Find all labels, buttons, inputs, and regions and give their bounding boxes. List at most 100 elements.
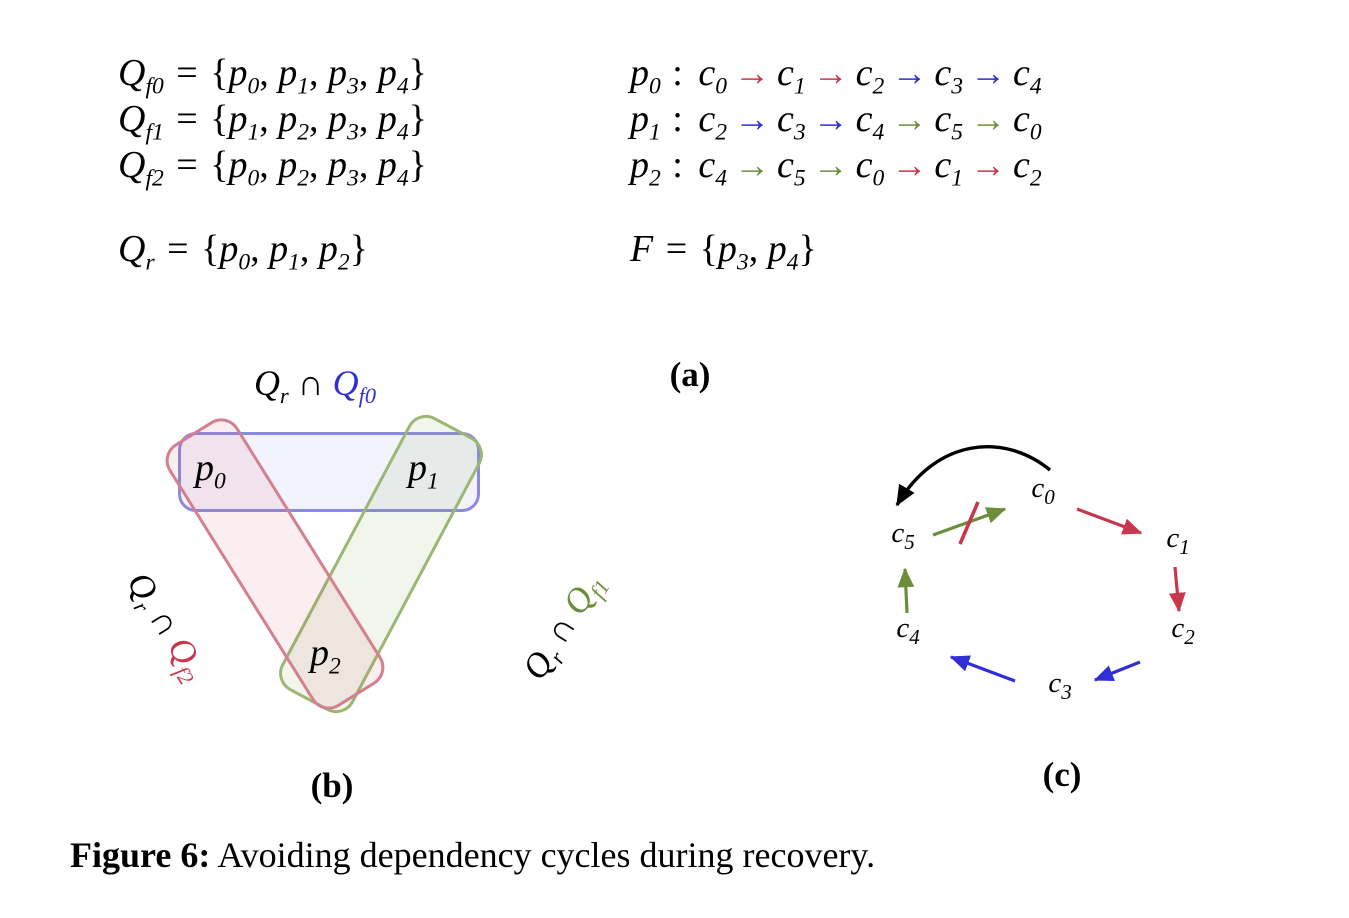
var-base: Q xyxy=(118,144,146,186)
cycle-node-c0: c0 xyxy=(1031,472,1055,509)
node-base: c xyxy=(896,612,909,644)
var-base: c xyxy=(698,144,716,186)
math-var-Qf0: Qf0 xyxy=(332,363,376,407)
var-subscript: 5 xyxy=(793,165,806,192)
colon: : xyxy=(662,98,693,140)
cycle-node-c2: c2 xyxy=(1171,612,1195,649)
math-var-p2: p2 xyxy=(318,228,350,274)
var-base: c xyxy=(934,98,952,140)
equation-Qf1: Qf1 = {p1, p2, p3, p4} xyxy=(118,96,427,144)
edge-c1-c2 xyxy=(1168,566,1186,613)
override-edge-c0-c5 xyxy=(895,445,1052,507)
math-var-Qf2: Qf2 xyxy=(118,144,164,190)
comma: , xyxy=(748,228,768,270)
node-subscript: 2 xyxy=(1184,625,1195,649)
node-subscript: 4 xyxy=(909,625,920,649)
var-base: p xyxy=(408,447,427,489)
panel-b-venn-diagram: Qr ∩ Qf0 Qr ∩ Qf2 Qr ∩ Qf1 p0 p1 p2 (b) xyxy=(95,363,675,828)
var-subscript: 2 xyxy=(872,73,885,100)
var-base: p xyxy=(630,52,649,94)
math-var-c2: c2 xyxy=(1012,144,1042,190)
var-subscript: 2 xyxy=(297,165,310,192)
var-subscript: 0 xyxy=(214,468,226,495)
math-var-Qf1: Qf1 xyxy=(118,98,164,144)
math-var-p2: p2 xyxy=(278,98,309,144)
var-subscript: 5 xyxy=(951,119,963,146)
var-base: p xyxy=(717,228,737,270)
comma: , xyxy=(250,228,270,270)
var-subscript: 2 xyxy=(329,653,341,680)
process-p1: p1 xyxy=(408,446,439,493)
edge-c3-c4 xyxy=(949,655,1016,683)
math-var-c0: c0 xyxy=(1013,98,1042,144)
math-var-p0: p0 xyxy=(219,228,250,274)
node-subscript: 3 xyxy=(1060,680,1072,704)
panel-a-label: (a) xyxy=(669,355,711,394)
var-base: p xyxy=(310,632,329,674)
caption-figure-number: Figure 6: xyxy=(70,835,211,875)
crossed-out-slash xyxy=(958,501,980,545)
var-base: p xyxy=(377,144,397,186)
arrow-red-icon: → xyxy=(969,145,1006,185)
var-subscript: f1 xyxy=(145,119,164,146)
intersect-symbol: ∩ xyxy=(288,363,333,403)
var-base: p xyxy=(377,98,397,140)
var-subscript: 1 xyxy=(247,119,260,146)
math-var-p4: p4 xyxy=(377,144,409,190)
math-var-p3: p3 xyxy=(328,144,359,190)
var-base: p xyxy=(318,228,338,270)
equation-Qf2: Qf2 = {p0, p2, p3, p4} xyxy=(118,142,427,190)
math-var-c3: c3 xyxy=(777,98,806,144)
quorum-definitions: Qf0 = {p0, p1, p3, p4}Qf1 = {p1, p2, p3,… xyxy=(118,50,427,274)
var-subscript: 3 xyxy=(793,119,806,146)
var-subscript: 2 xyxy=(297,119,310,146)
var-base: c xyxy=(1012,144,1030,186)
var-base: p xyxy=(328,144,348,186)
var-base: c xyxy=(777,52,794,94)
math-var-c0: c0 xyxy=(856,144,885,190)
comma: , xyxy=(259,98,279,140)
var-base: p xyxy=(767,228,787,270)
edge-c2-c3 xyxy=(1093,660,1141,682)
comma: , xyxy=(259,144,279,186)
colon: : xyxy=(662,52,693,94)
math-var-c5: c5 xyxy=(777,144,806,190)
comma: , xyxy=(299,228,319,270)
var-subscript: 0 xyxy=(715,73,727,100)
var-base: c xyxy=(934,52,952,94)
equals-sign: = xyxy=(656,228,697,270)
var-subscript: 3 xyxy=(347,165,359,192)
var-subscript: 4 xyxy=(715,165,727,192)
var-subscript: 4 xyxy=(396,119,409,146)
math-var-p0: p0 xyxy=(228,52,259,98)
math-var-F: F xyxy=(630,228,653,270)
node-subscript: 1 xyxy=(1179,535,1190,559)
var-subscript: 2 xyxy=(1029,165,1042,192)
var-subscript: 1 xyxy=(427,468,439,495)
var-base: p xyxy=(195,447,214,489)
node-base: c xyxy=(1166,522,1179,554)
math-var-p2: p2 xyxy=(630,144,661,190)
var-subscript: 2 xyxy=(337,249,350,276)
var-subscript: r xyxy=(145,249,155,276)
var-subscript: 1 xyxy=(951,165,963,192)
var-subscript: 3 xyxy=(347,119,359,146)
edge-c0-c1 xyxy=(1076,507,1143,535)
math-var-c1: c1 xyxy=(777,52,806,98)
arrow-blue-icon: → xyxy=(891,53,928,93)
arrow-green-icon: → xyxy=(812,145,849,185)
equals-sign: = xyxy=(166,98,208,140)
var-base: Q xyxy=(253,363,280,403)
var-base: c xyxy=(777,144,794,186)
intersection-label-qr-qf0: Qr ∩ Qf0 xyxy=(155,362,475,407)
var-base: p xyxy=(278,144,298,186)
var-base: Q xyxy=(332,363,359,403)
var-base: p xyxy=(630,98,649,140)
chain-p1: p1 : c2→c3→c4→c5→c0 xyxy=(630,96,1042,144)
arrow-green-icon: → xyxy=(891,99,928,139)
var-subscript: 1 xyxy=(297,73,310,100)
var-base: p xyxy=(228,144,248,186)
panel-c-label: (c) xyxy=(1042,755,1082,794)
chain-p0: p0 : c0→c1→c2→c3→c4 xyxy=(630,50,1042,98)
